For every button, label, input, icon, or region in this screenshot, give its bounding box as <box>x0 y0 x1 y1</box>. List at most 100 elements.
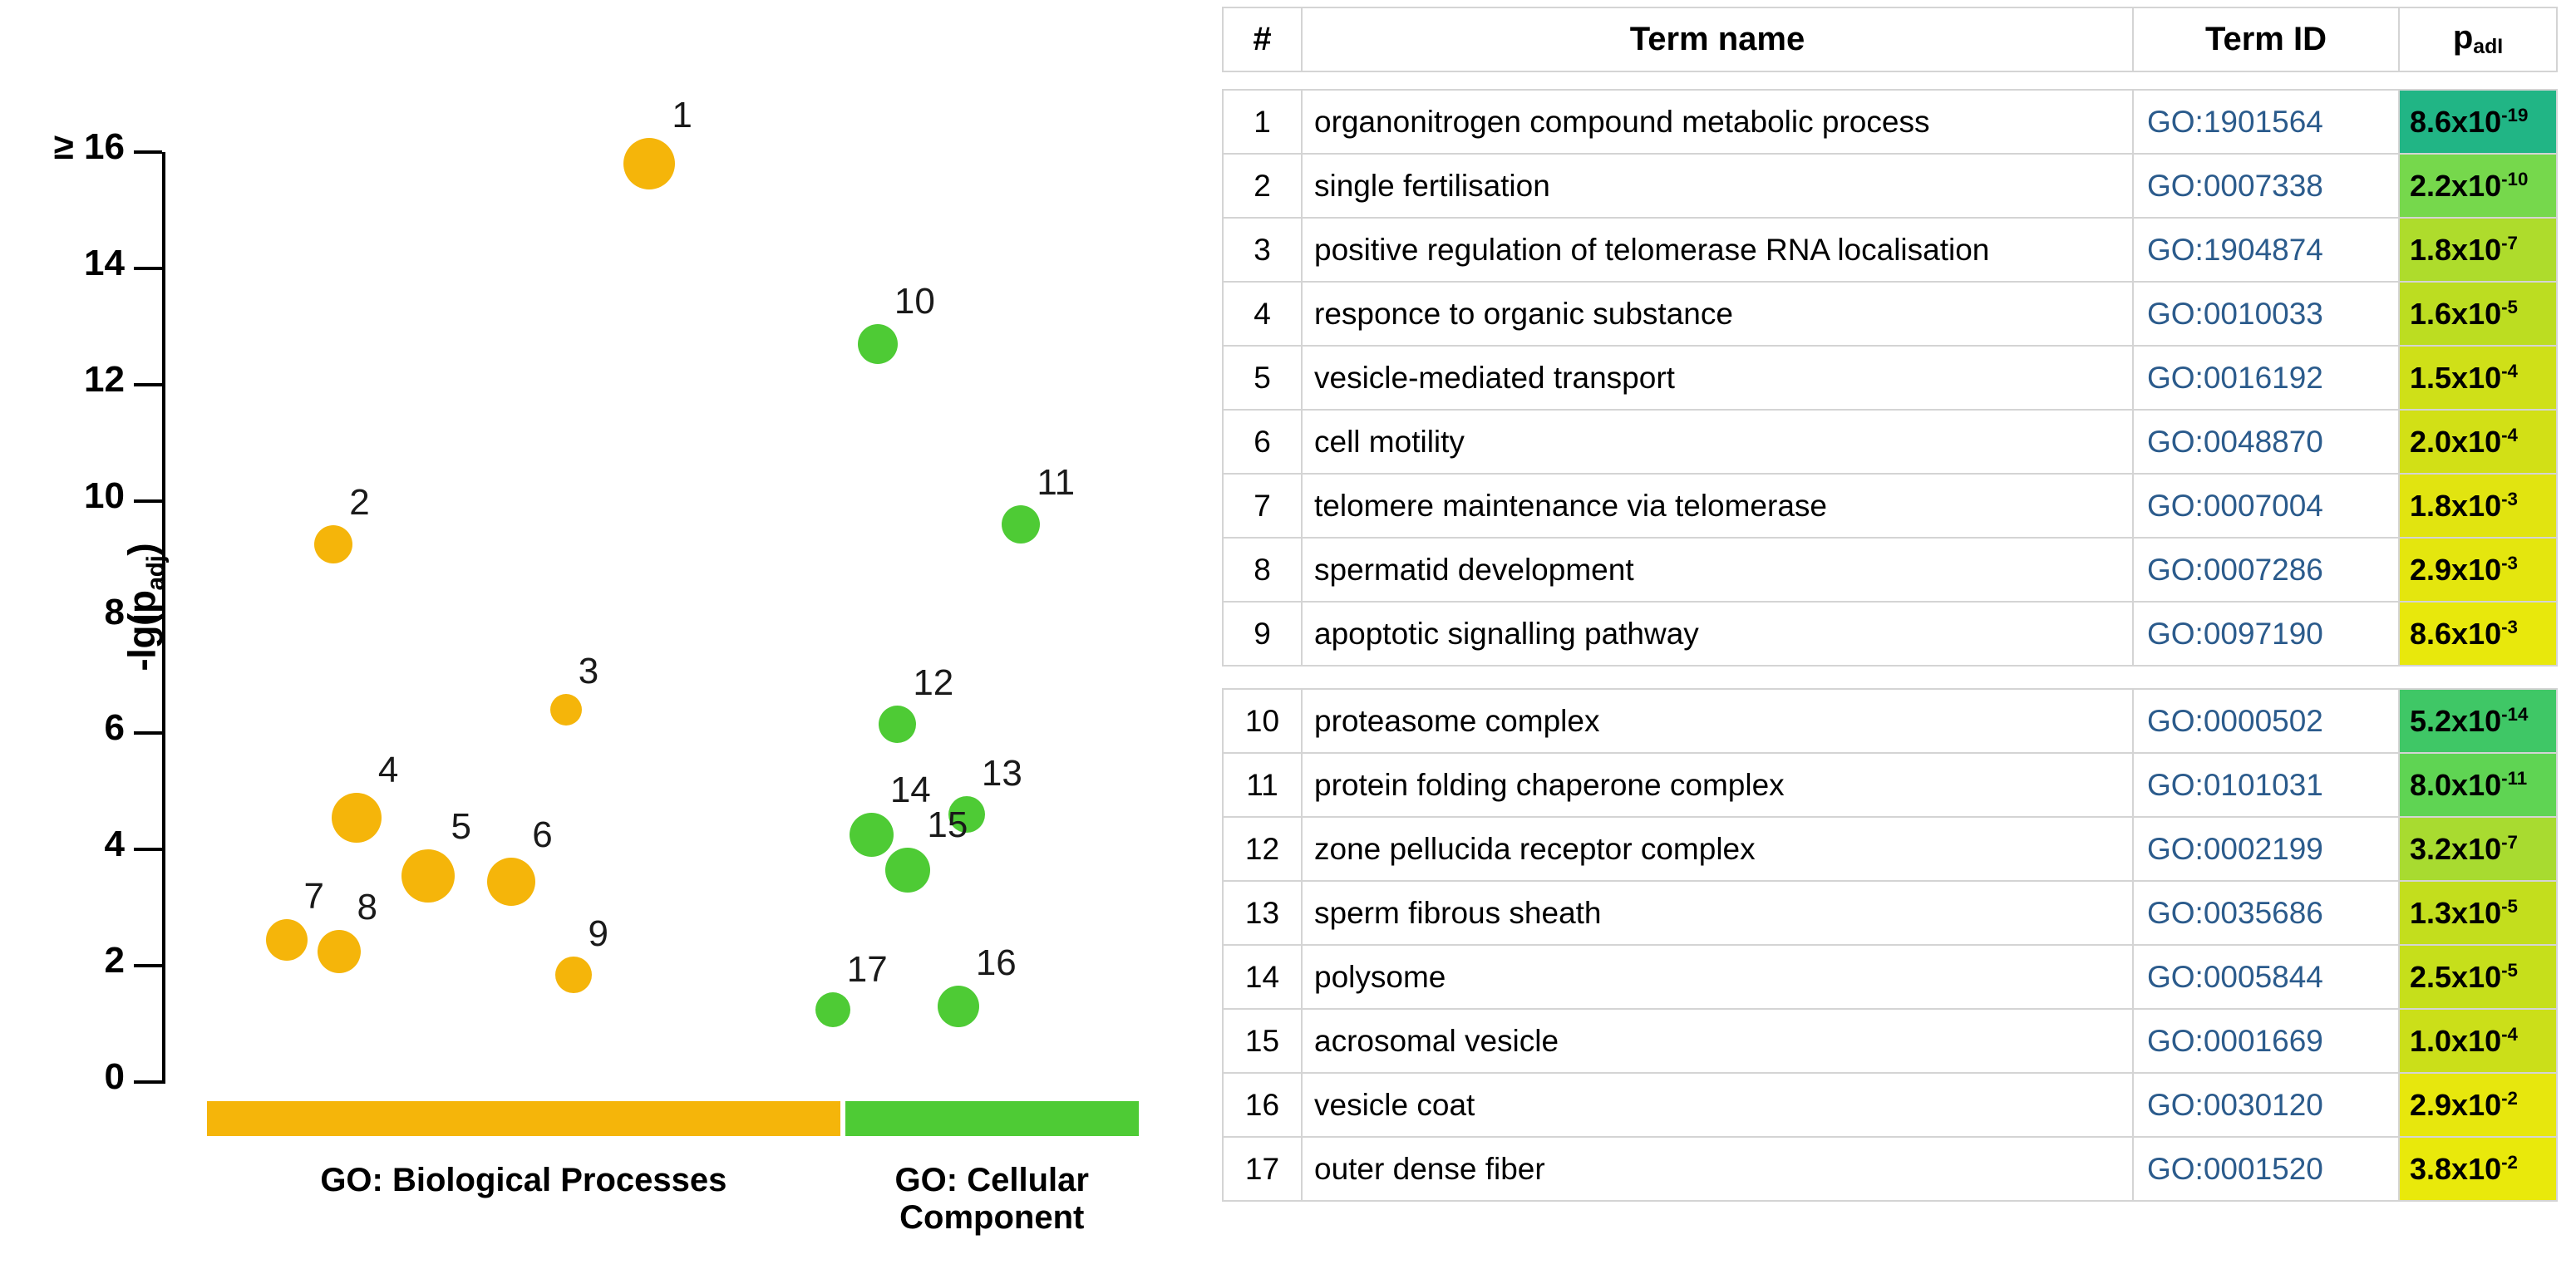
cell-term-name: responce to organic substance <box>1301 281 2134 347</box>
cell-padj-value: 8.0x10-11 <box>2398 752 2558 818</box>
col-header-term-id: Term ID <box>2132 7 2400 72</box>
cell-row-number: 9 <box>1222 601 1303 667</box>
padj-exponent: -3 <box>2501 616 2518 637</box>
bubble-point-2[interactable] <box>314 525 353 564</box>
cell-term-id[interactable]: GO:0030120 <box>2132 1072 2400 1138</box>
cell-term-name: polysome <box>1301 944 2134 1010</box>
padj-mantissa: 1.8x10 <box>2410 232 2502 267</box>
y-axis-tick-label: 10 <box>84 475 125 516</box>
bubble-label-9: 9 <box>588 913 608 954</box>
padj-base: p <box>2452 19 2474 57</box>
y-axis-tick-label: 4 <box>104 824 125 865</box>
cell-row-number: 13 <box>1222 880 1303 946</box>
bubble-point-6[interactable] <box>487 857 536 906</box>
cell-term-id[interactable]: GO:0097190 <box>2132 601 2400 667</box>
y-axis-tick-mark <box>134 382 162 386</box>
bubble-point-5[interactable] <box>401 849 455 903</box>
padj-mantissa: 2.2x10 <box>2410 168 2502 203</box>
cell-padj-value: 2.9x10-2 <box>2398 1072 2558 1138</box>
cell-term-id[interactable]: GO:0001669 <box>2132 1008 2400 1074</box>
cell-term-id[interactable]: GO:0005844 <box>2132 944 2400 1010</box>
bubble-point-7[interactable] <box>265 918 308 961</box>
bubble-point-1[interactable] <box>623 137 676 189</box>
cell-term-name: vesicle coat <box>1301 1072 2134 1138</box>
bubble-point-17[interactable] <box>815 991 850 1027</box>
padj-mantissa: 1.5x10 <box>2410 360 2502 395</box>
cell-term-id[interactable]: GO:0002199 <box>2132 816 2400 882</box>
cell-term-name: sperm fibrous sheath <box>1301 880 2134 946</box>
padj-mantissa: 8.6x10 <box>2410 104 2502 139</box>
bubble-point-13[interactable] <box>948 796 985 834</box>
category-bar-1 <box>207 1101 840 1136</box>
cell-term-id[interactable]: GO:1901564 <box>2132 89 2400 155</box>
cell-term-id[interactable]: GO:0101031 <box>2132 752 2400 818</box>
cell-term-id[interactable]: GO:0016192 <box>2132 345 2400 411</box>
bubble-point-11[interactable] <box>1002 504 1041 544</box>
cell-padj-value: 1.8x10-7 <box>2398 217 2558 283</box>
bubble-point-16[interactable] <box>937 986 979 1028</box>
cell-term-name: vesicle-mediated transport <box>1301 345 2134 411</box>
cell-term-id[interactable]: GO:0035686 <box>2132 880 2400 946</box>
bubble-point-15[interactable] <box>885 847 931 893</box>
bubble-point-10[interactable] <box>857 323 898 364</box>
y-axis-tick-label: 8 <box>104 591 125 632</box>
cell-term-id[interactable]: GO:0001520 <box>2132 1136 2400 1202</box>
cell-row-number: 14 <box>1222 944 1303 1010</box>
cell-term-id[interactable]: GO:0007286 <box>2132 537 2400 603</box>
padj-exponent: -4 <box>2501 424 2518 445</box>
padj-mantissa: 3.8x10 <box>2410 1151 2502 1186</box>
cell-term-name: organonitrogen compound metabolic proces… <box>1301 89 2134 155</box>
bubble-label-10: 10 <box>894 280 935 322</box>
cell-padj-value: 5.2x10-14 <box>2398 688 2558 754</box>
bubble-point-9[interactable] <box>554 956 592 993</box>
cell-row-number: 17 <box>1222 1136 1303 1202</box>
padj-mantissa: 8.6x10 <box>2410 616 2502 651</box>
cell-term-id[interactable]: GO:0000502 <box>2132 688 2400 754</box>
padj-exponent: -5 <box>2501 959 2518 981</box>
cell-term-id[interactable]: GO:0007338 <box>2132 153 2400 219</box>
y-axis-tick-mark <box>134 848 162 852</box>
cell-term-id[interactable]: GO:0010033 <box>2132 281 2400 347</box>
cell-term-id[interactable]: GO:0048870 <box>2132 409 2400 475</box>
bubble-label-2: 2 <box>349 482 370 524</box>
cell-padj-value: 1.0x10-4 <box>2398 1008 2558 1074</box>
cell-padj-value: 3.8x10-2 <box>2398 1136 2558 1202</box>
y-axis-tick-label: 14 <box>84 242 125 283</box>
cell-padj-value: 3.2x10-7 <box>2398 816 2558 882</box>
padj-subscript: adI <box>2473 36 2504 59</box>
bubble-point-4[interactable] <box>331 792 382 843</box>
cell-padj-value: 2.2x10-10 <box>2398 153 2558 219</box>
bubble-point-8[interactable] <box>317 929 361 973</box>
bubble-point-3[interactable] <box>549 694 582 726</box>
bubble-label-5: 5 <box>451 805 471 847</box>
cell-term-name: acrosomal vesicle <box>1301 1008 2134 1074</box>
cell-term-id[interactable]: GO:0007004 <box>2132 473 2400 539</box>
table-header: # Term name Term ID padI <box>1222 7 2558 72</box>
padj-exponent: -2 <box>2501 1087 2518 1109</box>
cell-row-number: 11 <box>1222 752 1303 818</box>
bubble-point-12[interactable] <box>879 706 917 744</box>
cell-term-name: protein folding chaperone complex <box>1301 752 2134 818</box>
bubble-point-14[interactable] <box>849 813 894 858</box>
cell-term-id[interactable]: GO:1904874 <box>2132 217 2400 283</box>
